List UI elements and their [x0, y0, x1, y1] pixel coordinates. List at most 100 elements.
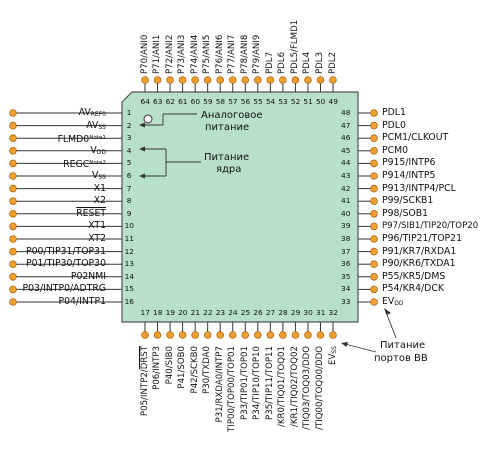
right-pin-dot: [370, 222, 378, 231]
right-pin-label: PDL0: [382, 119, 406, 131]
top-pin-dot: [141, 76, 149, 84]
bottom-pin-dot: [279, 331, 287, 339]
right-pin-dot: [370, 147, 378, 155]
top-pin-dot: [253, 76, 262, 84]
top-pin-number: 64: [140, 97, 150, 106]
top-pin-label: P70/ANI0: [139, 34, 150, 74]
core-arrow-head-1: [139, 146, 145, 152]
top-pin-number: 63: [153, 97, 163, 106]
left-pin-dot: [9, 109, 17, 117]
bottom-pin-dot: [178, 331, 187, 339]
top-pin-number: 62: [165, 97, 175, 106]
left-pin-label: P01/TIP30/TOP30: [26, 258, 106, 270]
bottom-pin-label: P05/INTP2/DRST: [139, 346, 150, 417]
right-pin-number: 42: [341, 183, 351, 193]
bottom-pin-label: P31/RXDA0/INTP7: [214, 346, 225, 423]
right-pin-dot: [370, 172, 378, 180]
bottom-pin-dot: [166, 331, 174, 339]
top-pin-dot: [203, 76, 212, 84]
right-pin-label: P99/SCKB1: [382, 195, 434, 207]
right-pin-number: 43: [341, 171, 351, 180]
top-pin-label: P72/ANI2: [164, 34, 175, 74]
top-pin-dot: [153, 76, 162, 84]
bottom-pin-number: 19: [165, 308, 175, 317]
bottom-pin-label: EVSS: [327, 346, 338, 365]
bottom-pin-number: 32: [328, 308, 338, 317]
bottom-pin-label: /KR1/TIQ02/TOQ02: [289, 346, 300, 427]
top-pin-label: P73/ANI3: [177, 34, 188, 74]
left-pin-dot: [9, 272, 17, 281]
left-pin-number: 15: [124, 284, 134, 294]
core-power-note-line1: Питание: [204, 152, 250, 163]
core-power-note-line2: ядра: [216, 164, 242, 175]
bottom-pin-dot: [141, 331, 149, 339]
bottom-pin-number: 29: [290, 308, 301, 317]
top-pin-number: 61: [178, 97, 188, 106]
right-pin-label: P98/SOB1: [382, 207, 429, 219]
left-pin-dot: [9, 197, 17, 206]
right-pin-dot: [370, 109, 378, 117]
top-pin-number: 50: [315, 97, 326, 106]
bottom-pin-label: /KR0/TIQ01/TOQ01: [277, 346, 288, 427]
top-pin-label: P78/ANI8: [239, 34, 250, 74]
left-pin-dot: [9, 134, 17, 143]
left-pin-number: 11: [124, 234, 134, 243]
top-pin-dot: [266, 76, 275, 84]
left-pin-label: VDD: [90, 144, 106, 156]
right-pin-number: 39: [341, 221, 351, 231]
left-pin-label: X2: [93, 195, 106, 207]
bottom-pin-label: P35/TIP11/TOP11: [264, 346, 275, 420]
left-pin-dot: [9, 235, 17, 243]
bottom-pin-dot: [304, 331, 312, 339]
io-arrow-head: [384, 308, 391, 315]
right-pin-number: 34: [341, 284, 351, 294]
left-pin-number: 6: [126, 171, 132, 180]
right-pin-label: P90/KR6/TXDA1: [382, 258, 456, 270]
right-pin-label: P54/KR4/DCK: [382, 283, 444, 295]
right-pin-dot: [370, 285, 378, 294]
left-pin-label: P03/INTP0/ADTRG: [22, 283, 106, 295]
bottom-pin-number: 18: [153, 308, 163, 317]
right-pin-number: 35: [341, 271, 351, 281]
bottom-pin-label: P33/TIP01/TOP01: [239, 346, 250, 420]
right-pin-label: PDL1: [382, 107, 406, 118]
top-pin-dot: [304, 76, 312, 84]
bottom-pin-number: 24: [228, 308, 238, 317]
bottom-pin-label: P42/SCKB0: [189, 346, 200, 394]
left-pin-number: 7: [126, 183, 132, 193]
left-pin-number: 16: [124, 297, 134, 306]
right-pin-label: P55/KR5/DMS: [382, 270, 446, 282]
top-pin-label: P71/ANI1: [152, 34, 163, 74]
core-arrow-head-2: [139, 173, 145, 179]
analog-power-note-line1: Аналоговое: [201, 110, 263, 121]
bottom-pin-label: P30/TXDA0: [202, 346, 213, 394]
io-arrow-line-2: [344, 343, 377, 353]
top-pin-number: 55: [253, 97, 263, 106]
top-pin-dot: [166, 76, 174, 84]
top-pin-label: P79/ANI9: [252, 34, 263, 74]
left-pin-dot: [9, 184, 17, 193]
top-pin-dot: [316, 76, 325, 84]
left-pin-label: P02NMI: [70, 270, 106, 282]
left-pin-dot: [9, 147, 17, 155]
top-pin-number: 49: [328, 97, 338, 106]
left-pin-label: X1: [93, 182, 106, 194]
analog-arrow-head: [139, 122, 145, 128]
top-pin-label: PDL3: [314, 51, 325, 74]
left-pin-dot: [9, 172, 17, 180]
right-pin-dot: [370, 298, 378, 306]
top-pin-dot: [228, 76, 237, 84]
right-pin-label: PCM1/CLKOUT: [382, 132, 449, 144]
bottom-pin-number: 28: [278, 308, 288, 317]
left-pin-label: FLMD0Note1: [57, 134, 106, 146]
left-pin-dot: [9, 260, 17, 269]
bottom-pin-number: 17: [140, 308, 150, 317]
left-pin-dot: [9, 298, 17, 306]
right-pin-dot: [370, 210, 378, 218]
left-pin-number: 5: [126, 158, 132, 168]
bottom-pin-number: 21: [190, 308, 201, 317]
top-pin-number: 53: [278, 97, 288, 106]
bottom-pin-dot: [216, 331, 225, 339]
top-pin-label: P77/ANI7: [227, 34, 238, 74]
left-pin-label: AVREF0: [78, 107, 106, 119]
